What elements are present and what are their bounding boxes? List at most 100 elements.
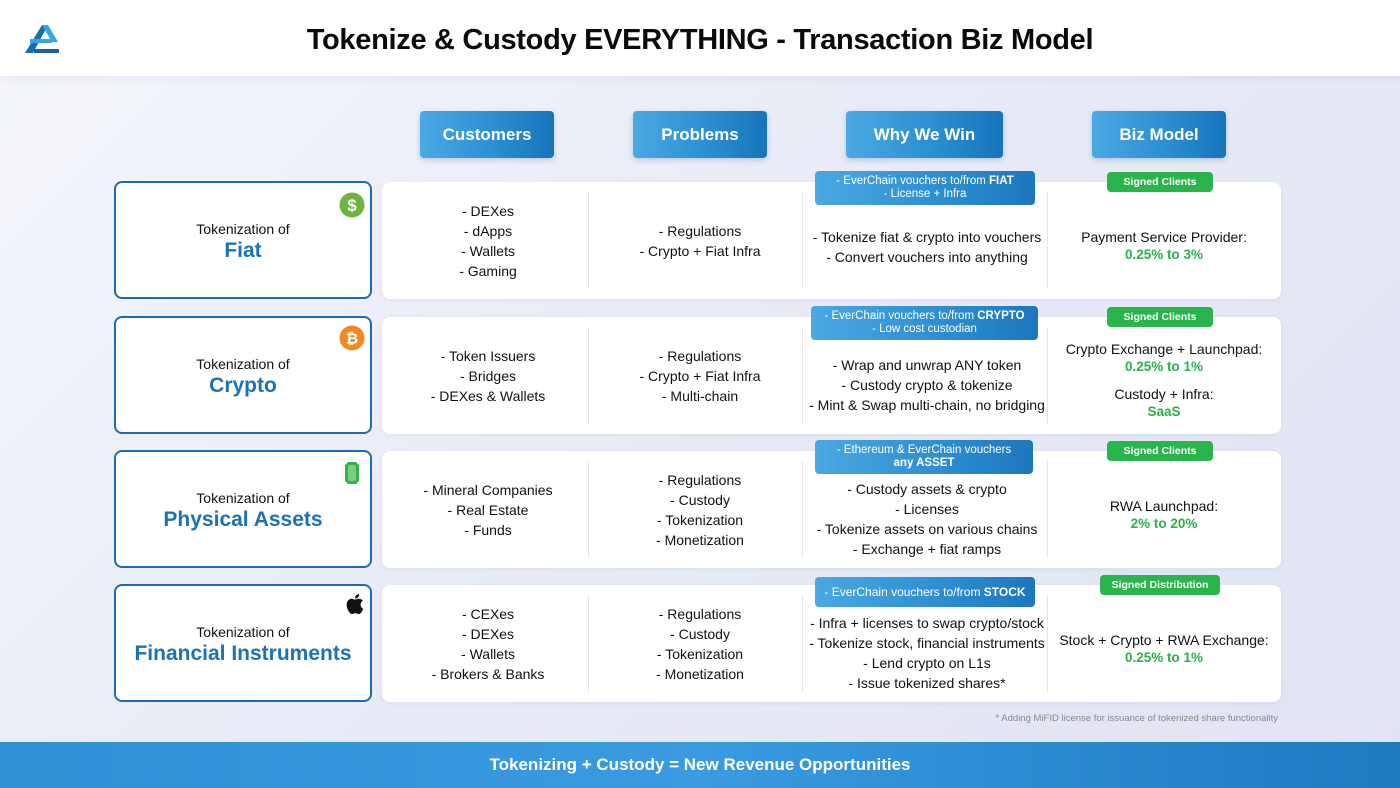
tag-text: - EverChain vouchers to/from <box>824 310 978 322</box>
column-divider <box>802 192 803 289</box>
problems-cell: - Regulations- Custody- Tokenization- Mo… <box>594 451 806 568</box>
bitcoin-icon: ₿ <box>339 325 365 351</box>
customer-item: - CEXes <box>461 605 515 622</box>
column-divider <box>802 461 803 558</box>
customers-cell: - CEXes- DEXes- Wallets- Brokers & Banks <box>382 585 594 702</box>
biz-model-label: Custody + Infra: <box>1114 386 1214 402</box>
why-we-win-item: - Tokenize stock, financial instruments <box>809 634 1045 651</box>
biz-model-value: 0.25% to 1% <box>1124 359 1204 374</box>
problem-item: - Tokenization <box>656 645 744 662</box>
biz-model-value: 0.25% to 1% <box>1124 649 1204 665</box>
tag-text-emphasis: CRYPTO <box>977 310 1025 322</box>
category-title: Fiat <box>224 239 262 262</box>
why-we-win-item: - Infra + licenses to swap crypto/stock <box>810 614 1044 631</box>
biz-model-cell: Stock + Crypto + RWA Exchange:0.25% to 1… <box>1047 585 1281 702</box>
column-divider <box>1047 595 1048 692</box>
biz-model-cell: RWA Launchpad:2% to 20% <box>1047 451 1281 568</box>
customer-item: - Gaming <box>459 262 517 279</box>
problem-item: - Regulations <box>658 222 742 239</box>
tag-text-emphasis: FIAT <box>989 175 1014 187</box>
tag-text-emphasis: STOCK <box>983 584 1026 599</box>
header-why-we-win: Why We Win <box>846 111 1003 158</box>
customer-item: - dApps <box>463 222 513 239</box>
biz-model-label: Crypto Exchange + Launchpad: <box>1065 341 1263 357</box>
why-we-win-item: - Tokenize assets on various chains <box>816 520 1038 537</box>
why-we-win-tag: - EverChain vouchers to/from STOCK <box>815 577 1035 607</box>
why-we-win-item: - Wrap and unwrap ANY token <box>832 356 1022 373</box>
svg-text:$: $ <box>347 196 357 215</box>
customer-item: - Token Issuers <box>440 347 536 364</box>
category-subtitle: Tokenization of <box>196 624 290 640</box>
why-we-win-cell: - Wrap and unwrap ANY token - Custody cry… <box>802 317 1052 434</box>
footer-banner: Tokenizing + Custody = New Revenue Oppor… <box>0 742 1400 788</box>
biz-model-label: RWA Launchpad: <box>1109 497 1219 514</box>
column-divider <box>1047 192 1048 289</box>
column-divider <box>588 595 589 692</box>
column-divider <box>588 327 589 424</box>
tag-text: - Ethereum & EverChain vouchers <box>836 444 1012 456</box>
category-title: Crypto <box>209 374 277 397</box>
problems-cell: - Regulations - Crypto + Fiat Infra - Mult… <box>594 317 806 434</box>
problem-item: - Crypto + Fiat Infra <box>639 367 761 384</box>
problem-item: - Monetization <box>656 665 744 682</box>
customer-item: - Funds <box>464 521 512 538</box>
problem-item: - Custody <box>670 491 730 508</box>
why-we-win-item: - Issue tokenized shares* <box>848 674 1006 691</box>
problem-item: - Custody <box>670 625 730 642</box>
svg-text:₿: ₿ <box>346 330 358 348</box>
category-card: Tokenization of Physical Assets <box>114 450 372 568</box>
biz-model-cell: Crypto Exchange + Launchpad: 0.25% to 1% C… <box>1047 317 1281 434</box>
header-problems: Problems <box>633 111 767 158</box>
header-biz-model: Biz Model <box>1092 111 1226 158</box>
biz-model-label: Stock + Crypto + RWA Exchange: <box>1059 631 1269 648</box>
top-bar <box>0 0 1400 76</box>
tag-line: - EverChain vouchers to/from FIAT <box>836 175 1013 188</box>
signed-status-badge: Signed Clients <box>1107 172 1213 192</box>
customer-item: - Wallets <box>461 645 515 662</box>
dollar-icon: $ <box>339 192 365 218</box>
problem-item: - Multi-chain <box>661 387 739 404</box>
tag-text-emphasis: any ASSET <box>893 457 955 469</box>
tag-text: - EverChain vouchers to/from <box>836 175 990 187</box>
why-we-win-item: - Custody crypto & tokenize <box>841 376 1013 393</box>
biz-model-cell: Payment Service Provider:0.25% to 3% <box>1047 182 1281 299</box>
category-title: Physical Assets <box>163 508 323 531</box>
why-we-win-item: - Mint & Swap multi-chain, no bridging <box>809 396 1045 413</box>
column-divider <box>588 192 589 289</box>
emerald-icon <box>339 460 365 486</box>
header-customers: Customers <box>420 111 554 158</box>
problem-item: - Tokenization <box>656 511 744 528</box>
problem-item: - Regulations <box>658 605 742 622</box>
category-card: Tokenization of Fiat $ <box>114 181 372 299</box>
category-subtitle: Tokenization of <box>196 356 290 372</box>
category-subtitle: Tokenization of <box>196 221 290 237</box>
category-card: Tokenization of Crypto ₿ <box>114 316 372 434</box>
customer-item: - DEXes <box>461 202 515 219</box>
problem-item: - Regulations <box>658 471 742 488</box>
why-we-win-cell: - Infra + licenses to swap crypto/stock -… <box>802 585 1052 702</box>
customer-item: - Wallets <box>461 242 515 259</box>
biz-model-label: Payment Service Provider: <box>1081 228 1247 245</box>
why-we-win-tag: - EverChain vouchers to/from CRYPTO- Low… <box>811 306 1038 340</box>
company-logo-icon <box>25 25 59 53</box>
customer-item: - Real Estate <box>447 501 529 518</box>
tag-line: - Low cost custodian <box>872 323 977 335</box>
problems-cell: - Regulations - Custody - Tokenization - Mo… <box>594 585 806 702</box>
page-title: Tokenize & Custody EVERYTHING - Transact… <box>306 24 1094 56</box>
column-divider <box>802 595 803 692</box>
problem-item: - Crypto + Fiat Infra <box>639 242 761 259</box>
why-we-win-item: - Lend crypto on L1s <box>863 654 991 671</box>
why-we-win-item: - Tokenize fiat & crypto into vouchers <box>812 228 1042 245</box>
why-we-win-cell: - Tokenize fiat & crypto into vouchers - … <box>802 182 1052 299</box>
signed-status-badge: Signed Clients <box>1107 441 1213 461</box>
problem-item: - Regulations <box>658 347 742 364</box>
column-divider <box>588 461 589 558</box>
biz-model-value: 2% to 20% <box>1130 515 1198 531</box>
signed-status-badge: Signed Clients <box>1107 307 1213 327</box>
signed-status-badge: Signed Distribution <box>1100 575 1220 595</box>
category-subtitle: Tokenization of <box>196 490 290 506</box>
why-we-win-item: - Convert vouchers into anything <box>826 248 1028 265</box>
why-we-win-cell: - Custody assets & crypto- Licenses- Tok… <box>802 451 1052 568</box>
customers-cell: - Mineral Companies- Real Estate- Funds <box>382 451 594 568</box>
